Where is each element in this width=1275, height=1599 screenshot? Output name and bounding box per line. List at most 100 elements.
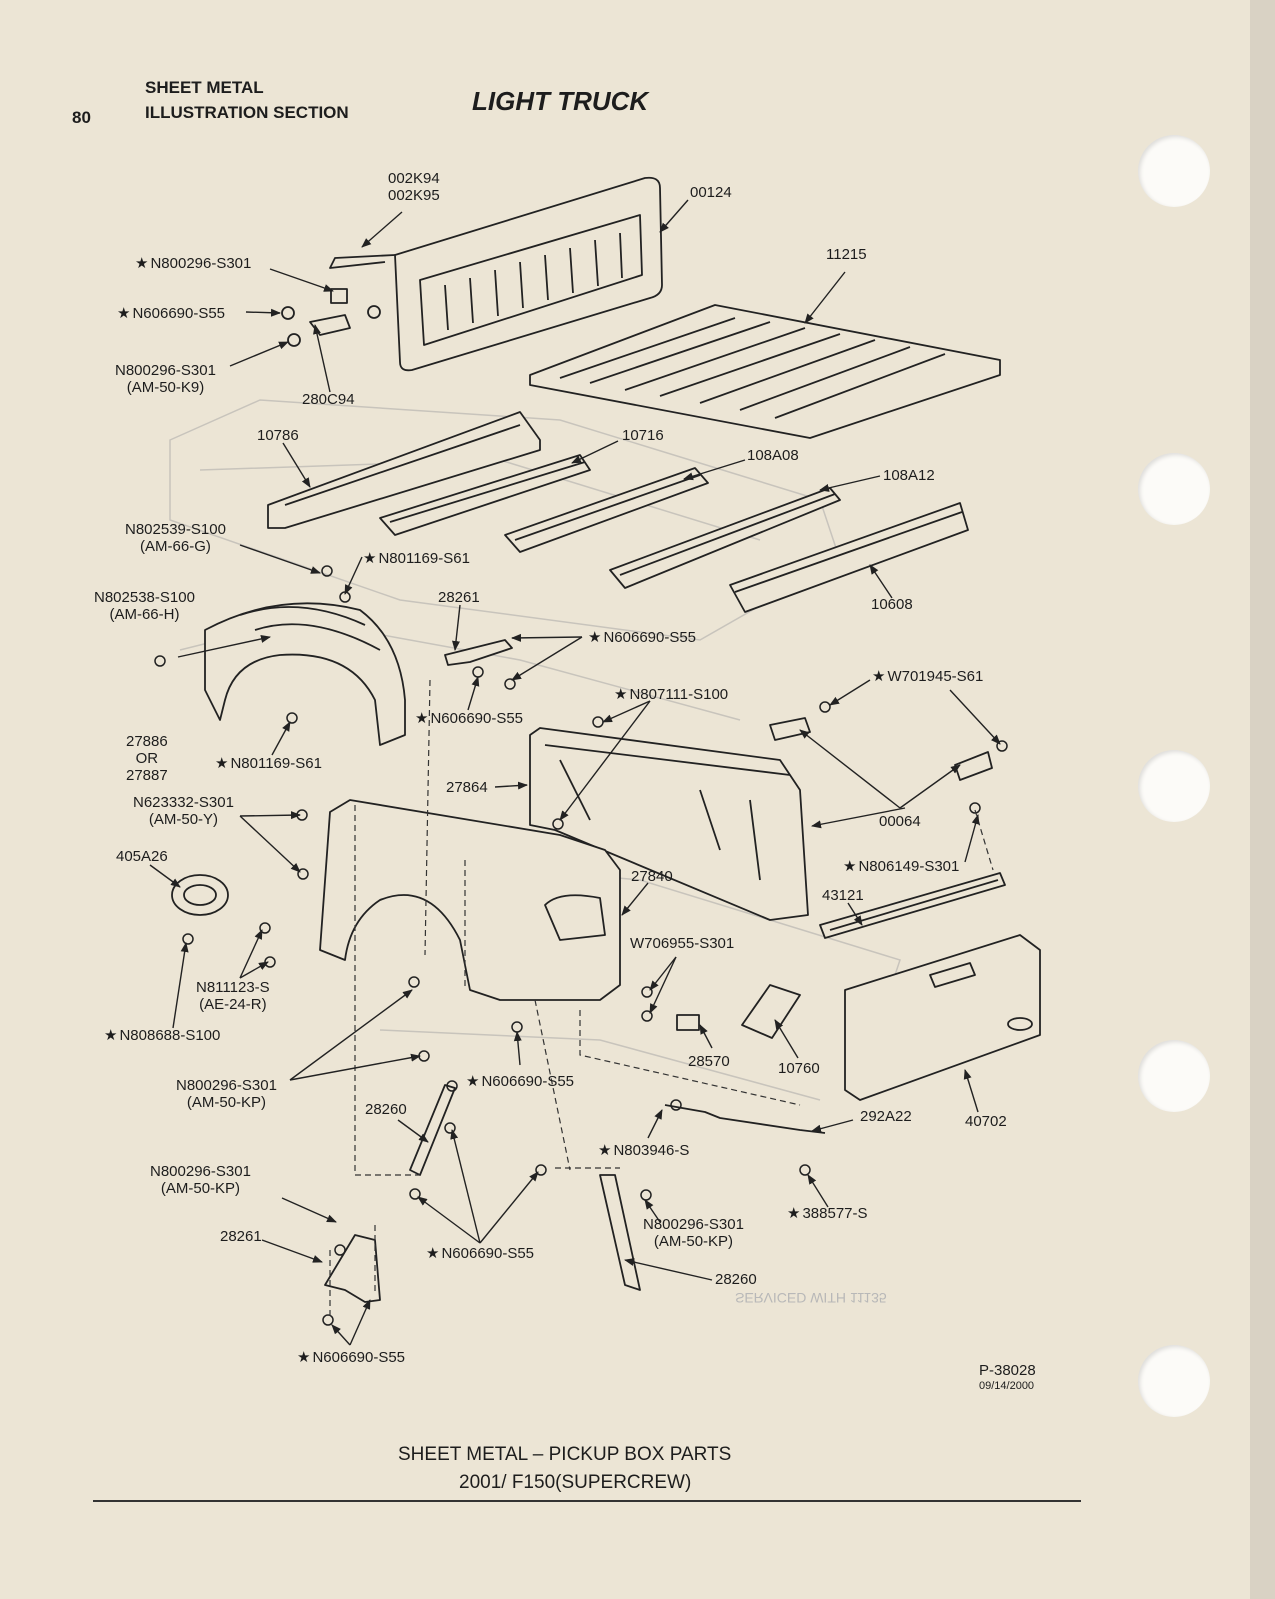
star-icon: ★ bbox=[872, 668, 886, 685]
callout-28260-upper: 28260 bbox=[365, 1101, 407, 1118]
part-10786-crossmember bbox=[267, 411, 541, 529]
star-icon: ★ bbox=[588, 629, 602, 646]
star-icon: ★ bbox=[297, 1349, 311, 1366]
callout-N606690-S55-bottom-left: ★N606690-S55 bbox=[297, 1349, 406, 1366]
category-title: LIGHT TRUCK bbox=[472, 86, 649, 116]
callout-N606690-S55-bottom-center: ★N606690-S55 bbox=[426, 1245, 535, 1262]
callout-405A26: 405A26 bbox=[116, 848, 168, 865]
star-icon: ★ bbox=[598, 1142, 612, 1159]
callout-43121: 43121 bbox=[822, 887, 864, 904]
callout-00064: 00064 bbox=[879, 813, 921, 830]
callout-280C94: 280C94 bbox=[302, 391, 355, 408]
callout-N800296-S301-KP-left: N800296-S301(AM-50-KP) bbox=[150, 1163, 251, 1197]
callout-N807111-S100: ★N807111-S100 bbox=[614, 686, 729, 703]
callout-N606690-S55-center: ★N606690-S55 bbox=[466, 1073, 575, 1090]
star-icon: ★ bbox=[843, 858, 857, 875]
callout-N802539-S100: N802539-S100(AM-66-G) bbox=[125, 521, 226, 555]
star-icon: ★ bbox=[426, 1245, 440, 1262]
callout-108A08: 108A08 bbox=[747, 447, 799, 464]
callout-N800296-S301-KP-right: N800296-S301(AM-50-KP) bbox=[643, 1216, 744, 1250]
section-title-line1: SHEET METAL bbox=[145, 78, 264, 97]
callout-N606690-S55-mid: ★N606690-S55 bbox=[415, 710, 524, 727]
alignment-lines bbox=[329, 679, 994, 1320]
leader-lines bbox=[149, 199, 1001, 1346]
star-icon: ★ bbox=[415, 710, 429, 727]
callout-N800296-S301-KP-mid: N800296-S301(AM-50-KP) bbox=[176, 1077, 277, 1111]
section-title-line2: ILLUSTRATION SECTION bbox=[145, 103, 349, 122]
callout-40702: 40702 bbox=[965, 1113, 1007, 1130]
callout-N606690-S55-right: ★N606690-S55 bbox=[588, 629, 697, 646]
part-28261-bracket-upper bbox=[444, 639, 513, 666]
callout-10786: 10786 bbox=[257, 427, 299, 444]
callout-27864: 27864 bbox=[446, 779, 488, 796]
callout-11215: 11215 bbox=[826, 246, 867, 263]
star-icon: ★ bbox=[104, 1027, 118, 1044]
callout-28261-lower: 28261 bbox=[220, 1228, 262, 1245]
callout-28261-upper: 28261 bbox=[438, 589, 480, 606]
star-icon: ★ bbox=[466, 1073, 480, 1090]
binder-hole bbox=[1138, 1040, 1210, 1112]
part-11215-floor bbox=[529, 304, 1001, 439]
binder-hole bbox=[1138, 1345, 1210, 1417]
callout-N801169-S61-upper: ★N801169-S61 bbox=[363, 550, 470, 567]
callout-N800296-S301-K9: N800296-S301(AM-50-K9) bbox=[115, 362, 216, 396]
callout-27840: 27840 bbox=[631, 868, 673, 885]
callout-N800296-S301-top: ★N800296-S301 bbox=[135, 255, 252, 272]
callout-28260-lower: 28260 bbox=[715, 1271, 757, 1288]
page-number: 80 bbox=[72, 108, 91, 127]
part-108A08-crossmember bbox=[504, 467, 709, 553]
callout-10608: 10608 bbox=[871, 596, 913, 613]
part-27864-inner-panel bbox=[529, 727, 809, 921]
part-00124-front-panel bbox=[329, 176, 663, 372]
star-icon: ★ bbox=[787, 1205, 801, 1222]
star-icon: ★ bbox=[363, 550, 377, 567]
part-108A12-crossmember bbox=[609, 487, 841, 589]
callout-N803946-S: ★N803946-S bbox=[598, 1142, 690, 1159]
part-10716-crossmember bbox=[379, 454, 591, 536]
binder-hole bbox=[1138, 453, 1210, 525]
callout-N811123-S: N811123-S(AE-24-R) bbox=[196, 979, 270, 1013]
callout-10716: 10716 bbox=[622, 427, 664, 444]
callout-00124: 00124 bbox=[690, 184, 732, 201]
figure-date: 09/14/2000 bbox=[979, 1380, 1035, 1392]
callout-N808688-S100: ★N808688-S100 bbox=[104, 1027, 221, 1044]
binder-hole bbox=[1138, 750, 1210, 822]
callout-28570: 28570 bbox=[688, 1053, 730, 1070]
star-icon: ★ bbox=[117, 305, 131, 322]
callout-N806149-S301: ★N806149-S301 bbox=[843, 858, 960, 875]
callout-108A12: 108A12 bbox=[883, 467, 935, 484]
part-280C94-bracket bbox=[281, 288, 381, 347]
part-292A22-cable bbox=[664, 1104, 826, 1134]
part-27886-wheelhouse bbox=[204, 602, 406, 746]
part-10760-bracket bbox=[741, 984, 801, 1039]
part-405A26-fuel-door bbox=[171, 874, 229, 916]
star-icon: ★ bbox=[614, 686, 628, 703]
figure-number: P-38028 bbox=[979, 1362, 1036, 1379]
part-10608-crossmember bbox=[729, 502, 969, 613]
callout-388577-S: ★388577-S bbox=[787, 1205, 868, 1222]
part-28261-bracket-lower bbox=[324, 1234, 381, 1303]
part-27840-outer-panel bbox=[319, 799, 621, 1001]
part-00064-hinge bbox=[769, 717, 993, 781]
callout-10760: 10760 bbox=[778, 1060, 820, 1077]
part-43121-cap bbox=[819, 872, 1006, 939]
footer-rule bbox=[93, 1500, 1081, 1502]
part-40702-tailgate bbox=[844, 934, 1041, 1101]
footer-subtitle: 2001/ F150(SUPERCREW) bbox=[459, 1472, 692, 1493]
footer-title: SHEET METAL – PICKUP BOX PARTS bbox=[398, 1444, 732, 1465]
binder-hole bbox=[1138, 135, 1210, 207]
callout-N606690-S55-top: ★N606690-S55 bbox=[117, 305, 226, 322]
callout-W701945-S61: ★W701945-S61 bbox=[872, 668, 984, 685]
callout-W706955-S301: W706955-S301 bbox=[630, 935, 735, 952]
part-28260-stay-right bbox=[599, 1174, 641, 1291]
star-icon: ★ bbox=[215, 755, 229, 772]
part-28260-stay-left bbox=[409, 1084, 456, 1176]
callout-N801169-S61-lower: ★N801169-S61 bbox=[215, 755, 322, 772]
part-28570-latch bbox=[676, 1014, 700, 1031]
callout-292A22: 292A22 bbox=[860, 1108, 912, 1125]
callout-N623332-S301: N623332-S301(AM-50-Y) bbox=[133, 794, 234, 828]
callout-N802538-S100: N802538-S100(AM-66-H) bbox=[94, 589, 195, 623]
